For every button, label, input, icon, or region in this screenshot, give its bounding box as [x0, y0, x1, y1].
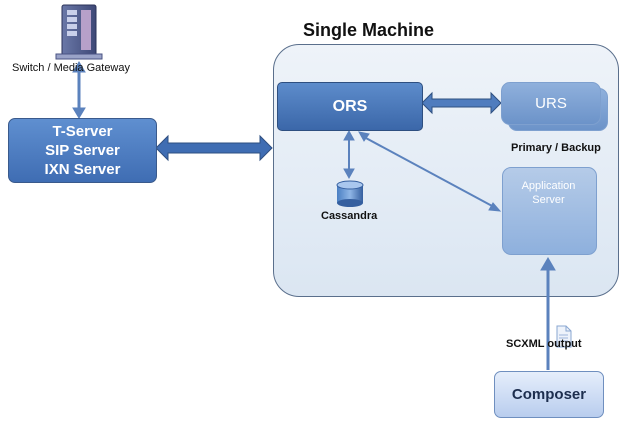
ors-urs-arrow	[421, 91, 502, 115]
urs-caption: Primary / Backup	[511, 142, 601, 154]
ixn-server-line: IXN Server	[44, 161, 121, 178]
composer-label: Composer	[511, 386, 587, 403]
ors-cassandra-arrow	[343, 129, 355, 180]
gateway-tserver-arrow	[72, 61, 86, 119]
application-server-node	[502, 167, 597, 255]
ors-appserver-arrow	[358, 131, 502, 212]
urs-primary-node: URS	[501, 82, 601, 125]
application-server-label: Application Server	[502, 179, 595, 207]
urs-label: URS	[535, 95, 567, 112]
tserver-machine-arrow	[155, 134, 273, 162]
sip-server-line: SIP Server	[45, 142, 120, 159]
application-server-line-1: Application	[521, 180, 576, 192]
scxml-output-label: SCXML output	[506, 338, 582, 350]
scxml-document-icon	[556, 325, 572, 348]
composer-node: Composer	[494, 371, 604, 418]
tserver-line: T-Server	[52, 123, 113, 140]
application-server-line-2: Server	[532, 194, 565, 206]
tserver-node: T-Server SIP Server IXN Server	[8, 118, 157, 183]
gateway-server-icon	[55, 4, 103, 60]
cassandra-label: Cassandra	[321, 210, 378, 222]
gateway-label: Switch / Media Gateway	[12, 62, 130, 74]
ors-node: ORS	[277, 82, 423, 131]
machine-title: Single Machine	[303, 20, 435, 40]
ors-label: ORS	[332, 97, 368, 115]
composer-appserver-arrow	[540, 257, 556, 370]
cassandra-database-icon	[336, 180, 364, 207]
